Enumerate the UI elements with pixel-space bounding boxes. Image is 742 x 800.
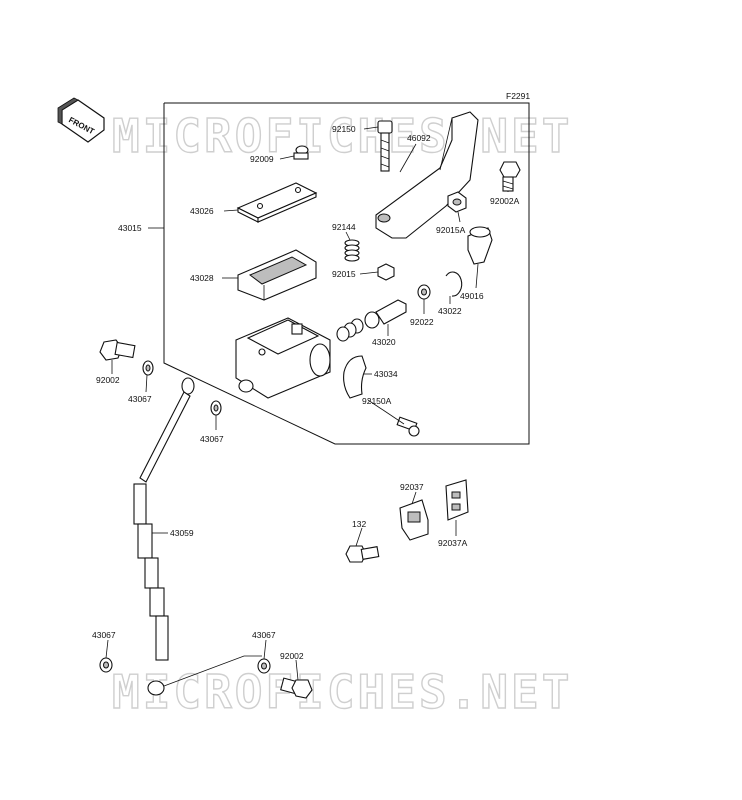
circlip-43022	[445, 271, 463, 297]
callout-43059: 43059	[170, 528, 194, 538]
lever-part	[375, 111, 479, 239]
callout-92022: 92022	[410, 317, 434, 327]
callout-43067-c: 43067	[92, 630, 116, 640]
bolt-92150A	[396, 416, 420, 437]
callout-92002A: 92002A	[490, 196, 520, 206]
brake-hose	[133, 377, 262, 696]
clamp-43034	[343, 355, 367, 399]
banjo-bolt-top	[99, 339, 136, 361]
callout-132: 132	[352, 519, 366, 529]
washer-43067-c	[99, 657, 113, 673]
callout-46092: 46092	[407, 133, 431, 143]
piston-assembly	[336, 299, 407, 342]
bracket-92037A	[445, 479, 469, 521]
callout-43067-b: 43067	[200, 434, 224, 444]
callout-92015A: 92015A	[436, 225, 466, 235]
screw-92009	[293, 145, 309, 160]
banjo-bolt-bottom	[280, 677, 313, 699]
callout-92015: 92015	[332, 269, 356, 279]
callout-92037: 92037	[400, 482, 424, 492]
callout-43067-d: 43067	[252, 630, 276, 640]
bolt-92002A	[499, 161, 521, 192]
nut-92015A	[447, 191, 467, 213]
nut-92015	[377, 263, 395, 281]
front-arrow-icon: FRONT	[57, 97, 105, 143]
master-cylinder-body	[235, 317, 331, 399]
washer-43067-a	[142, 360, 154, 376]
reservoir-cap	[236, 182, 318, 223]
callout-43015: 43015	[118, 223, 142, 233]
callout-43067-a: 43067	[128, 394, 152, 404]
assembly-outline	[148, 102, 530, 445]
figure-code: F2291	[506, 91, 530, 101]
watermark-bottom: MICROFICHES.NET	[112, 665, 572, 719]
callout-43028: 43028	[190, 273, 214, 283]
washer-43067-b	[210, 400, 222, 416]
callout-43020: 43020	[372, 337, 396, 347]
boot-49016	[467, 226, 493, 265]
callout-92037A: 92037A	[438, 538, 468, 548]
callout-92150A: 92150A	[362, 396, 392, 406]
watermark-top: MICROFICHES.NET	[112, 109, 572, 163]
diaphragm	[237, 249, 317, 301]
bolt-132	[345, 545, 380, 563]
callout-92150: 92150	[332, 124, 356, 134]
callout-43034: 43034	[374, 369, 398, 379]
leader-lines	[105, 126, 509, 681]
bracket-92037	[399, 499, 429, 541]
callout-92009: 92009	[250, 154, 274, 164]
spring-92144	[344, 239, 360, 262]
washer-43067-d	[257, 658, 271, 674]
callout-49016: 49016	[460, 291, 484, 301]
washer-92022	[417, 284, 431, 300]
callout-43022: 43022	[438, 306, 462, 316]
callout-92002-bottom: 92002	[280, 651, 304, 661]
callout-92002-top: 92002	[96, 375, 120, 385]
bolt-92150	[377, 120, 393, 172]
callout-43026: 43026	[190, 206, 214, 216]
callout-92144: 92144	[332, 222, 356, 232]
